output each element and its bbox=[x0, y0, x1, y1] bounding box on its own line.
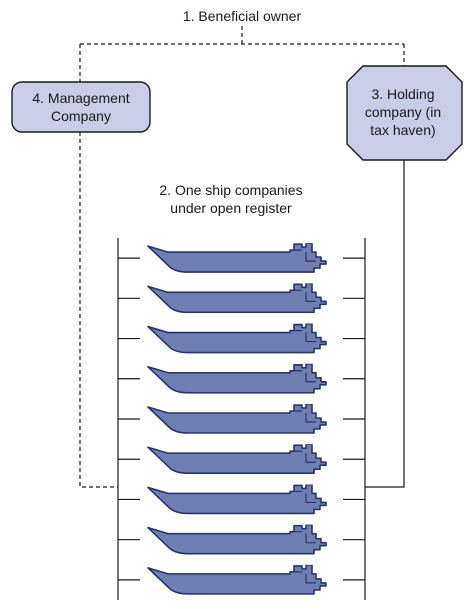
ship-icon bbox=[147, 564, 327, 595]
ship-icon bbox=[147, 524, 327, 555]
ship-company-6 bbox=[118, 444, 365, 475]
ship-company-5 bbox=[118, 404, 365, 434]
ship-icon bbox=[147, 283, 327, 314]
ship-icon bbox=[147, 404, 327, 434]
ship-companies-group bbox=[118, 243, 365, 595]
ship-company-2 bbox=[118, 283, 365, 314]
ship-companies-label: 2. One ship companies under open registe… bbox=[159, 182, 303, 216]
owner-control-line bbox=[79, 26, 405, 82]
holding-company-octagon bbox=[346, 65, 463, 161]
management-line bbox=[79, 132, 118, 488]
ship-company-7 bbox=[118, 484, 365, 515]
ship-company-8 bbox=[118, 524, 365, 555]
holding-company-label: 3. Holding company (in tax haven) bbox=[364, 86, 442, 138]
ship-icon bbox=[147, 363, 327, 394]
management-company-label: 4. Management Company bbox=[32, 90, 130, 124]
ship-company-3 bbox=[118, 323, 365, 354]
ship-company-1 bbox=[118, 243, 365, 273]
beneficial-owner-label: 1. Beneficial owner bbox=[182, 8, 302, 24]
ship-icon bbox=[147, 243, 327, 273]
ship-icon bbox=[147, 484, 327, 515]
ship-icon bbox=[147, 323, 327, 354]
ship-company-4 bbox=[118, 363, 365, 394]
ship-icon bbox=[147, 444, 327, 475]
management-company-box bbox=[11, 81, 151, 133]
holding-line bbox=[365, 160, 405, 488]
ship-company-9 bbox=[118, 564, 365, 595]
